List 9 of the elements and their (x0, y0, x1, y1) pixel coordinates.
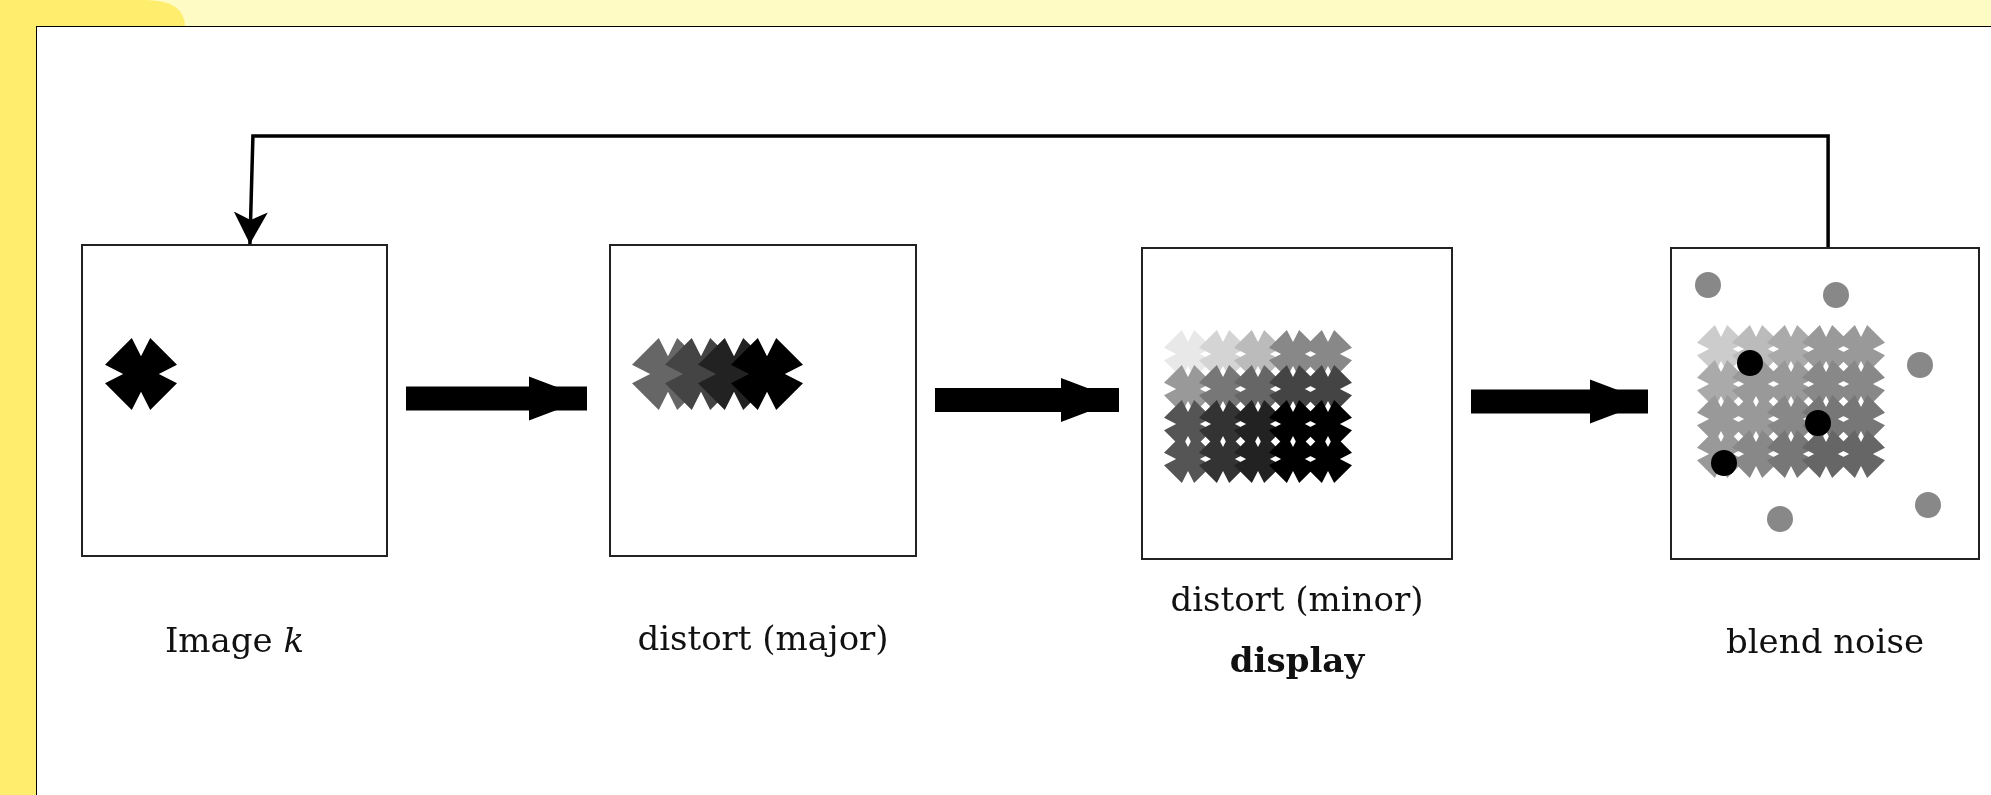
node-label: Image k (164, 620, 305, 660)
feedback-arrow (233, 134, 1830, 247)
block-arrow (1471, 379, 1648, 424)
node-label: distort (major) (637, 618, 889, 658)
block-arrow (406, 376, 587, 421)
node-label: display (1229, 640, 1365, 680)
block-arrow (935, 378, 1119, 422)
node-label: blend noise (1725, 621, 1924, 661)
node-label: distort (minor) (1170, 579, 1424, 619)
